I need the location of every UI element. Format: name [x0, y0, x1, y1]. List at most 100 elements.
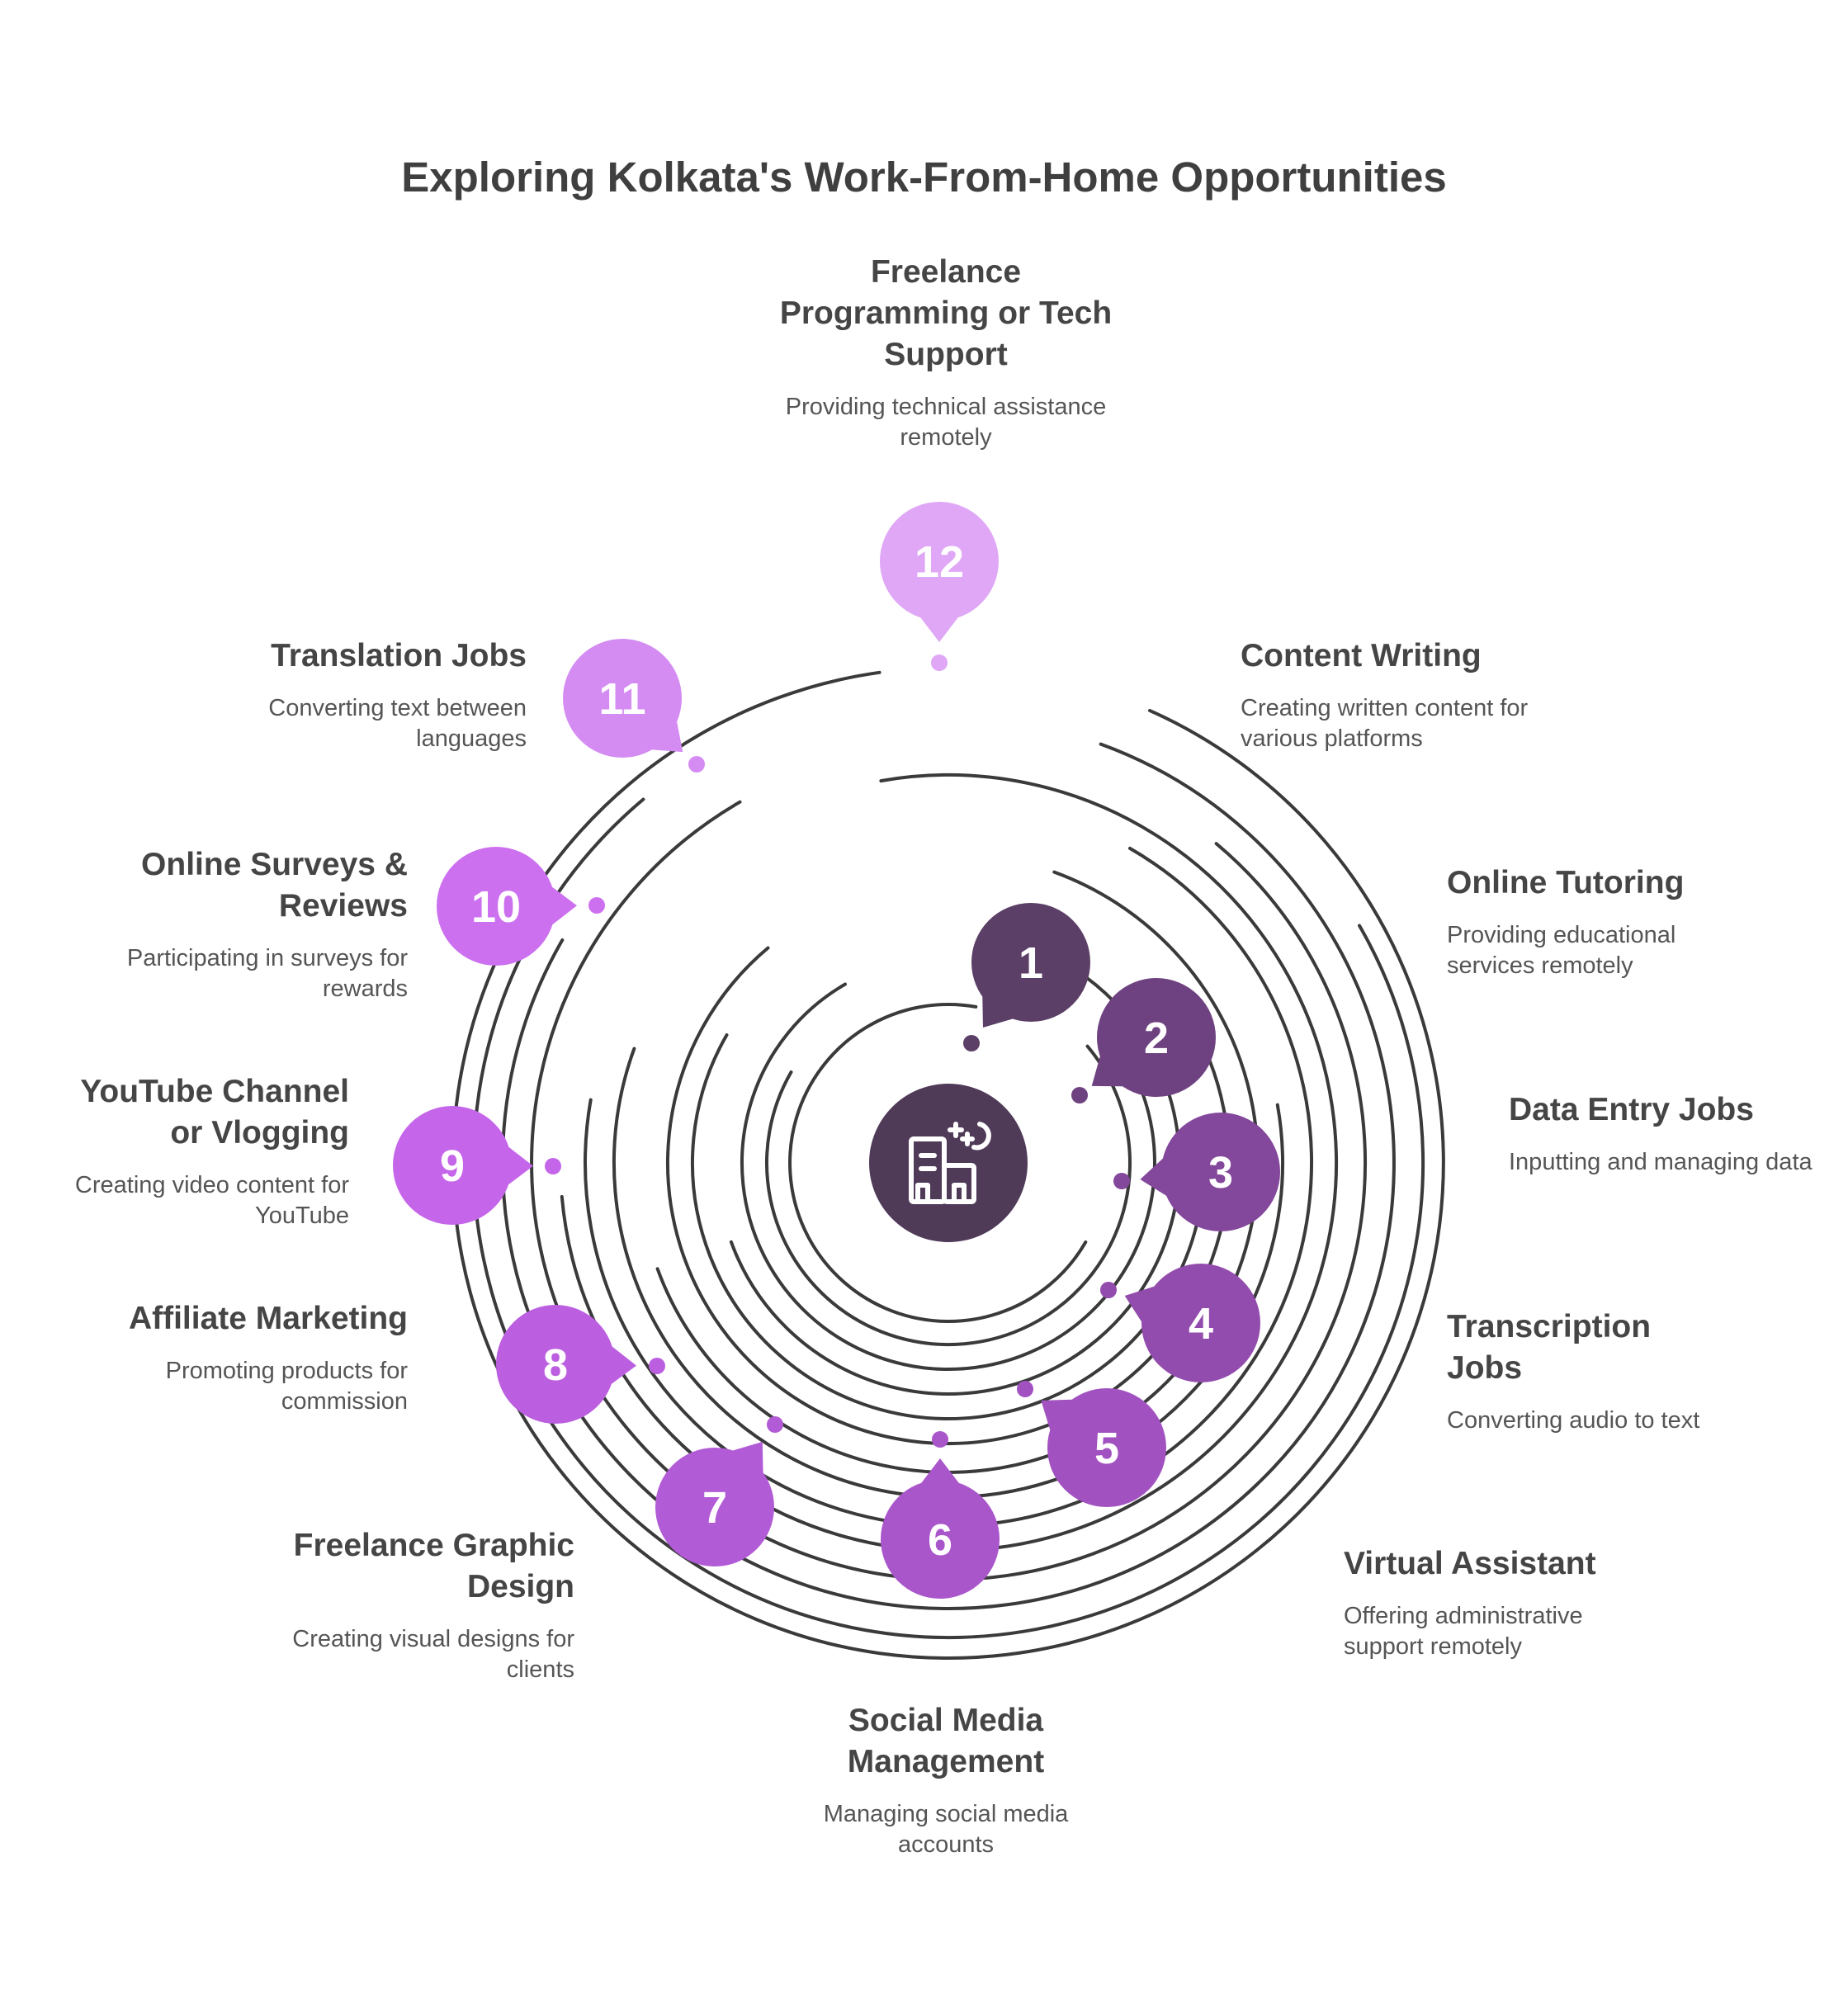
marker-bubble	[496, 1305, 615, 1424]
marker-dot	[688, 756, 705, 773]
step-marker-4: 4	[1100, 1264, 1260, 1382]
marker-bubble	[563, 639, 682, 758]
step-title: Online Tutoring	[1447, 865, 1685, 900]
step-title: Translation Jobs	[271, 638, 527, 673]
step-label-12: Translation Jobs Converting text between…	[196, 636, 527, 754]
marker-number: 7	[702, 1483, 727, 1533]
home-office-night-icon	[909, 1122, 991, 1204]
step-title: Social Media Management	[847, 1703, 1045, 1779]
marker-dot	[1100, 1282, 1117, 1298]
marker-number: 1	[1019, 938, 1043, 988]
step-title: Data Entry Jobs	[1509, 1092, 1754, 1127]
step-marker-12: 12	[880, 502, 999, 671]
step-description: Creating video content for YouTube	[74, 1172, 349, 1229]
step-description: Creating visual designs for clients	[292, 1626, 574, 1683]
step-label-9: Affiliate Marketing Promoting products f…	[106, 1298, 408, 1417]
marker-dot	[931, 654, 948, 671]
marker-number: 8	[543, 1340, 568, 1390]
step-label-2: Content Writing Creating written content…	[1241, 636, 1554, 754]
marker-number: 6	[928, 1515, 952, 1565]
marker-pointer	[552, 886, 577, 925]
step-description: Inputting and managing data	[1509, 1149, 1813, 1175]
marker-number: 2	[1144, 1014, 1169, 1063]
step-marker-1: 1	[963, 903, 1090, 1051]
marker-dot	[545, 1158, 561, 1174]
step-title: Content Writing	[1241, 638, 1482, 673]
marker-dot	[932, 1431, 948, 1448]
step-description: Promoting products for commission	[165, 1358, 408, 1415]
marker-bubble	[655, 1448, 774, 1566]
step-label-1: Freelance Programming or Tech Support Pr…	[764, 252, 1127, 453]
marker-dot	[649, 1358, 665, 1374]
ring-arc-14	[788, 1002, 1088, 1323]
marker-number: 4	[1189, 1299, 1213, 1349]
marker-bubble	[437, 847, 555, 966]
marker-number: 11	[598, 674, 645, 724]
step-marker-9: 9	[393, 1106, 561, 1225]
marker-pointer	[1124, 1286, 1155, 1322]
step-title: YouTube Channel or Vlogging	[80, 1074, 349, 1151]
marker-bubble	[1161, 1113, 1280, 1231]
step-description: Managing social media accounts	[823, 1801, 1069, 1858]
ring-arc-12	[740, 982, 1156, 1372]
step-description: Providing educational services remotely	[1447, 922, 1676, 979]
step-marker-5: 5	[1017, 1381, 1166, 1507]
marker-bubble	[971, 903, 1090, 1022]
step-title: Freelance Graphic Design	[293, 1528, 574, 1604]
marker-pointer	[920, 617, 958, 642]
marker-dot	[1071, 1087, 1088, 1103]
step-description: Creating written content for various pla…	[1241, 695, 1529, 752]
marker-number: 12	[915, 537, 964, 587]
step-title: Online Surveys & Reviews	[141, 847, 408, 924]
marker-bubble	[1047, 1388, 1166, 1507]
marker-dot	[963, 1035, 980, 1051]
step-marker-11: 11	[563, 639, 705, 773]
step-title: Affiliate Marketing	[128, 1301, 408, 1336]
step-marker-2: 2	[1071, 978, 1216, 1103]
step-label-7: Social Media Management Managing social …	[773, 1700, 1119, 1860]
step-marker-6: 6	[881, 1431, 1000, 1599]
step-marker-3: 3	[1113, 1113, 1280, 1231]
marker-dot	[1017, 1381, 1033, 1397]
step-label-10: YouTube Channel or Vlogging Creating vid…	[64, 1071, 349, 1231]
step-description: Providing technical assistance remotely	[785, 394, 1107, 451]
step-description: Offering administrative support remotely	[1344, 1603, 1583, 1660]
marker-bubble	[1141, 1264, 1260, 1382]
step-marker-7: 7	[655, 1416, 783, 1566]
marker-number: 10	[471, 882, 521, 932]
marker-pointer	[508, 1146, 533, 1185]
ring-arc-3	[500, 742, 1396, 1610]
marker-pointer	[1140, 1158, 1167, 1196]
marker-number: 9	[440, 1141, 465, 1191]
marker-pointer	[921, 1458, 959, 1483]
step-description: Converting text between languages	[268, 695, 527, 752]
marker-bubble	[880, 502, 999, 621]
marker-number: 5	[1094, 1424, 1119, 1473]
step-title: Transcription Jobs	[1447, 1309, 1652, 1386]
marker-dot	[767, 1416, 783, 1433]
step-label-5: Transcription Jobs Converting audio to t…	[1447, 1307, 1719, 1436]
step-label-4: Data Entry Jobs Inputting and managing d…	[1509, 1089, 1814, 1178]
step-label-6: Virtual Assistant Offering administrativ…	[1344, 1543, 1657, 1662]
step-description: Converting audio to text	[1447, 1407, 1700, 1434]
step-label-3: Online Tutoring Providing educational se…	[1447, 862, 1761, 981]
marker-dot	[588, 897, 605, 914]
step-marker-8: 8	[496, 1305, 665, 1424]
step-label-8: Freelance Graphic Design Creating visual…	[262, 1525, 574, 1685]
ring-arc-13	[765, 1044, 1132, 1346]
step-description: Participating in surveys for rewards	[126, 945, 408, 1002]
ring-arc-2	[472, 797, 1425, 1639]
marker-pointer	[611, 1346, 636, 1384]
step-title: Virtual Assistant	[1344, 1546, 1596, 1581]
marker-bubble	[881, 1480, 1000, 1599]
marker-bubble	[393, 1106, 512, 1225]
marker-dot	[1113, 1173, 1130, 1189]
marker-number: 3	[1208, 1148, 1233, 1198]
step-title: Freelance Programming or Tech Support	[779, 254, 1113, 372]
marker-bubble	[1097, 978, 1216, 1097]
step-label-11: Online Surveys & Reviews Participating i…	[106, 844, 408, 1004]
page-title: Exploring Kolkata's Work-From-Home Oppor…	[401, 154, 1447, 201]
step-marker-10: 10	[437, 847, 605, 966]
